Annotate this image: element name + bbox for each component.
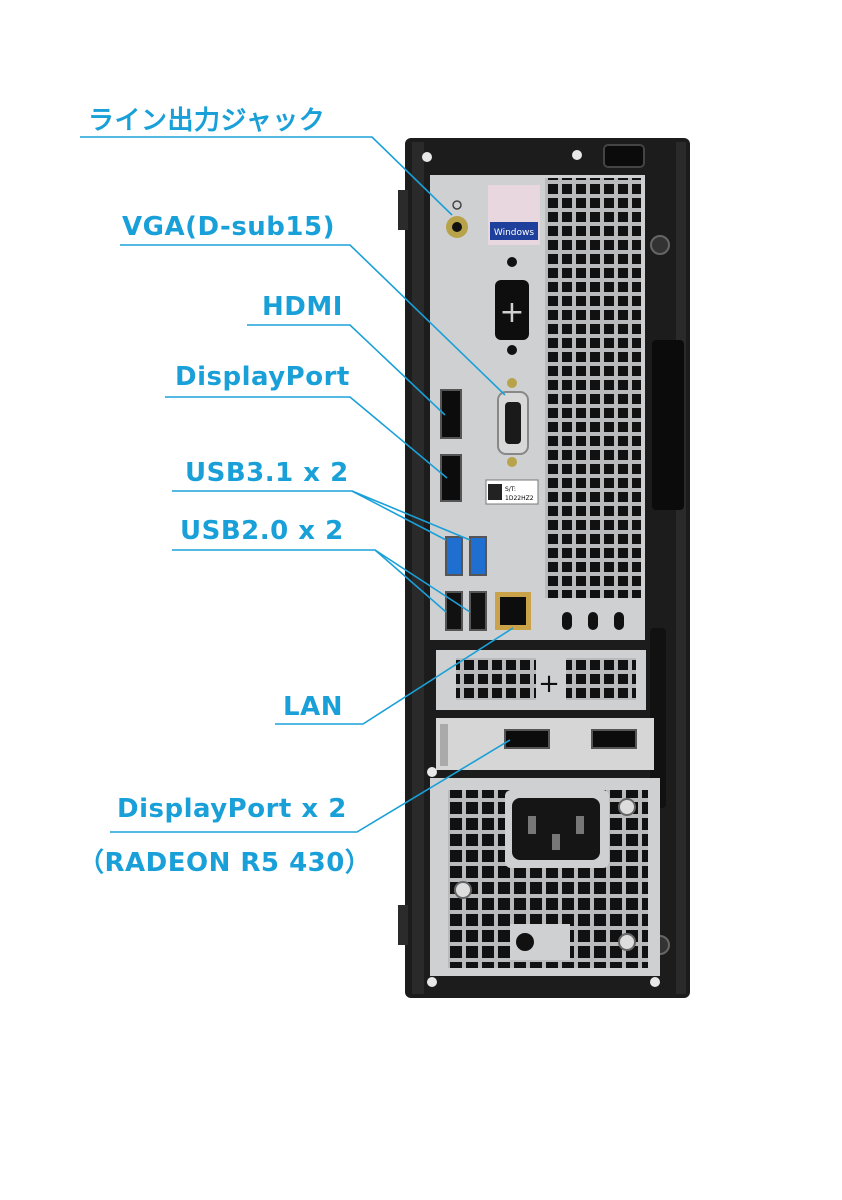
service-tag-prefix: S/T: <box>505 486 516 493</box>
line-out-port <box>446 200 468 238</box>
label-displayport: DisplayPort <box>175 362 350 392</box>
psu <box>427 767 660 987</box>
callout-lines <box>80 136 514 833</box>
svg-text:+: + <box>499 295 524 330</box>
io-panel: Windows + S/T: 1D22HZ2 <box>422 150 645 640</box>
label-usb31: USB3.1 x 2 <box>185 458 349 488</box>
gpu-dp-port-1 <box>504 729 550 749</box>
label-lan: LAN <box>283 692 343 722</box>
windows-badge: Windows <box>494 228 534 238</box>
expansion-slots: + <box>436 628 666 808</box>
usb20-ports <box>445 591 487 631</box>
lan-port <box>495 592 531 630</box>
label-vga: VGA(D-sub15) <box>122 212 335 242</box>
svg-text:+: + <box>538 669 560 699</box>
service-tag: 1D22HZ2 <box>505 495 534 502</box>
label-line-out: ライン出力ジャック <box>88 106 326 136</box>
usb31-ports <box>445 536 487 576</box>
displayport-port <box>440 454 462 502</box>
label-dp-gpu: DisplayPort x 2 <box>117 794 347 824</box>
vga-port <box>497 378 529 467</box>
label-usb20: USB2.0 x 2 <box>180 516 344 546</box>
label-gpu-model: （RADEON R5 430） <box>78 848 372 878</box>
hdmi-port <box>440 389 462 439</box>
label-hdmi: HDMI <box>262 292 343 322</box>
gpu-dp-port-2 <box>591 729 637 749</box>
